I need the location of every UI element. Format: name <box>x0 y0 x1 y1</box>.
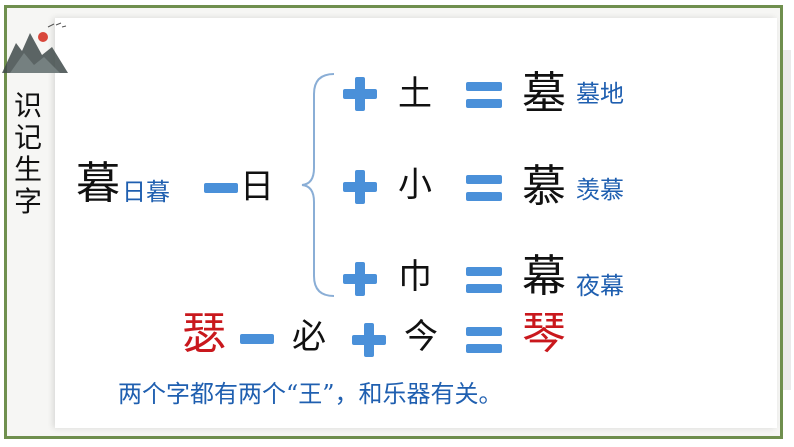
plus-icon <box>352 323 386 357</box>
main-subtract-part: 日 <box>240 167 274 207</box>
second-row-character: 瑟 <box>182 308 226 359</box>
branch-result: 幕 <box>522 251 566 302</box>
side-title-char: 识 <box>14 89 43 122</box>
branch-part: 小 <box>398 165 432 205</box>
branch-part: 巾 <box>398 257 432 297</box>
side-title-char: 字 <box>14 185 43 218</box>
second-row-result: 琴 <box>522 308 566 359</box>
minus-icon <box>204 183 238 193</box>
plus-icon <box>343 170 377 204</box>
equals-icon <box>466 267 502 293</box>
right-decor-strip <box>783 50 791 390</box>
slide-content-area <box>55 18 777 428</box>
branch-word: 夜幕 <box>576 272 624 300</box>
bottom-note: 两个字都有两个“王”，和乐器有关。 <box>118 380 503 408</box>
equals-icon <box>466 82 502 108</box>
brace-icon <box>301 73 335 297</box>
minus-icon <box>240 334 274 344</box>
second-row-minus-part: 必 <box>292 317 326 357</box>
main-word: 日暮 <box>122 178 170 206</box>
plus-icon <box>343 262 377 296</box>
equals-icon <box>466 327 502 353</box>
branch-word: 墓地 <box>576 80 624 108</box>
branch-part: 土 <box>398 74 432 114</box>
plus-icon <box>343 77 377 111</box>
main-character: 暮 <box>76 158 120 209</box>
second-row-plus-part: 今 <box>404 317 438 357</box>
side-title-char: 生 <box>14 153 43 186</box>
branch-result: 墓 <box>522 68 566 119</box>
equals-icon <box>466 175 502 201</box>
side-title: 识 记 生 字 <box>14 90 42 218</box>
ink-mountain-icon <box>2 22 68 73</box>
side-title-char: 记 <box>14 121 43 154</box>
branch-word: 羡慕 <box>576 176 624 204</box>
branch-result: 慕 <box>522 161 566 212</box>
